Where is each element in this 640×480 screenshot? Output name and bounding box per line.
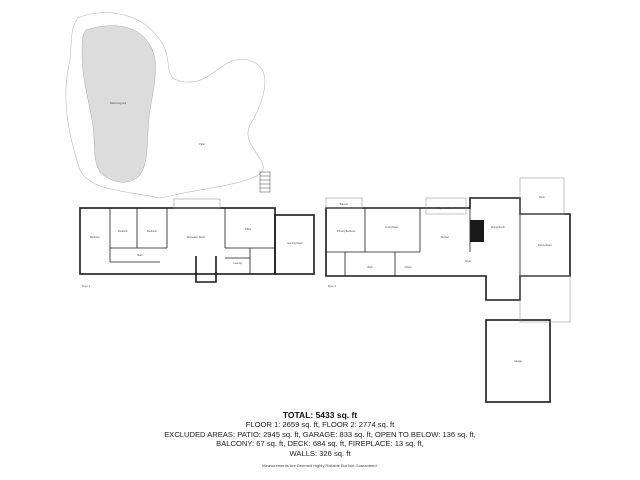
room-dining: Dining Room [491, 226, 505, 229]
walls-area: WALLS: 326 sq. ft [289, 448, 351, 458]
excluded-areas-line-2: BALCONY: 67 sq. ft, DECK: 684 sq. ft, FI… [216, 439, 424, 449]
pool-shape [81, 25, 156, 183]
floor-1-plan: Bedroom Bedroom Bedroom Recreation Room … [79, 198, 315, 288]
total-area: TOTAL: 5433 sq. ft [282, 410, 358, 420]
deck-outline [519, 177, 565, 215]
room-bath-1: Bath [138, 254, 144, 257]
room-bedroom-1: Bedroom [90, 236, 100, 239]
room-bedroom-3: Bedroom [147, 230, 157, 233]
patio-steps [259, 171, 271, 193]
balcony-outline [325, 197, 363, 209]
garage-wall [485, 319, 551, 403]
room-primary-bedroom: Primary Bedroom [337, 230, 356, 233]
gaming-room-wall [274, 214, 315, 275]
side-patio-outline [519, 275, 571, 323]
room-living: Living Room [385, 226, 398, 229]
floor-2-tag: Floor 2 [328, 284, 337, 288]
patio-outline [65, 12, 266, 199]
kitchen-fireplace [470, 220, 484, 242]
area-summary: TOTAL: 5433 sq. ft FLOOR 1: 2659 sq. ft,… [160, 410, 480, 468]
excluded-areas-line-1: EXCLUDED AREAS: PATIO: 2945 sq. ft, GARA… [164, 429, 476, 439]
room-gaming: Gaming Room [287, 242, 302, 245]
room-recreation: Recreation Room [187, 236, 206, 239]
floor-areas: FLOOR 1: 2659 sq. ft, FLOOR 2: 2774 sq. … [245, 420, 395, 429]
patio-area: Swimming pool Patio [65, 12, 271, 199]
floor-2-outer-wall [325, 197, 571, 301]
pool-label: Swimming pool [110, 102, 127, 105]
room-garage: Garage [514, 360, 523, 363]
room-kitchen: Kitchen [441, 236, 450, 239]
room-bedroom-2: Bedroom [118, 230, 128, 233]
room-open-to-below: Open to Below [438, 207, 454, 210]
room-office: Office [245, 228, 252, 231]
room-laundry: Laundry [234, 262, 243, 265]
room-balcony: Balcony [340, 203, 349, 206]
open-to-below-outline [425, 197, 467, 215]
floor-1-outer-wall [79, 207, 276, 275]
room-foyer: Foyer [465, 260, 471, 263]
room-family: Family Room [538, 244, 552, 247]
patio-label: Patio [199, 143, 205, 146]
room-deck: Deck [539, 196, 545, 199]
floor-1-tag: Floor 1 [82, 284, 91, 288]
room-closet: Closet [405, 266, 412, 269]
floor-2-plan: Primary Bedroom Living Room Kitchen Dini… [325, 177, 571, 403]
stair-wall [195, 256, 217, 283]
room-bath-2: Bath [368, 266, 374, 269]
disclaimer: Measurements Are Deemed Highly Reliable … [262, 463, 378, 469]
floor-1-patio-door-area [173, 198, 221, 209]
